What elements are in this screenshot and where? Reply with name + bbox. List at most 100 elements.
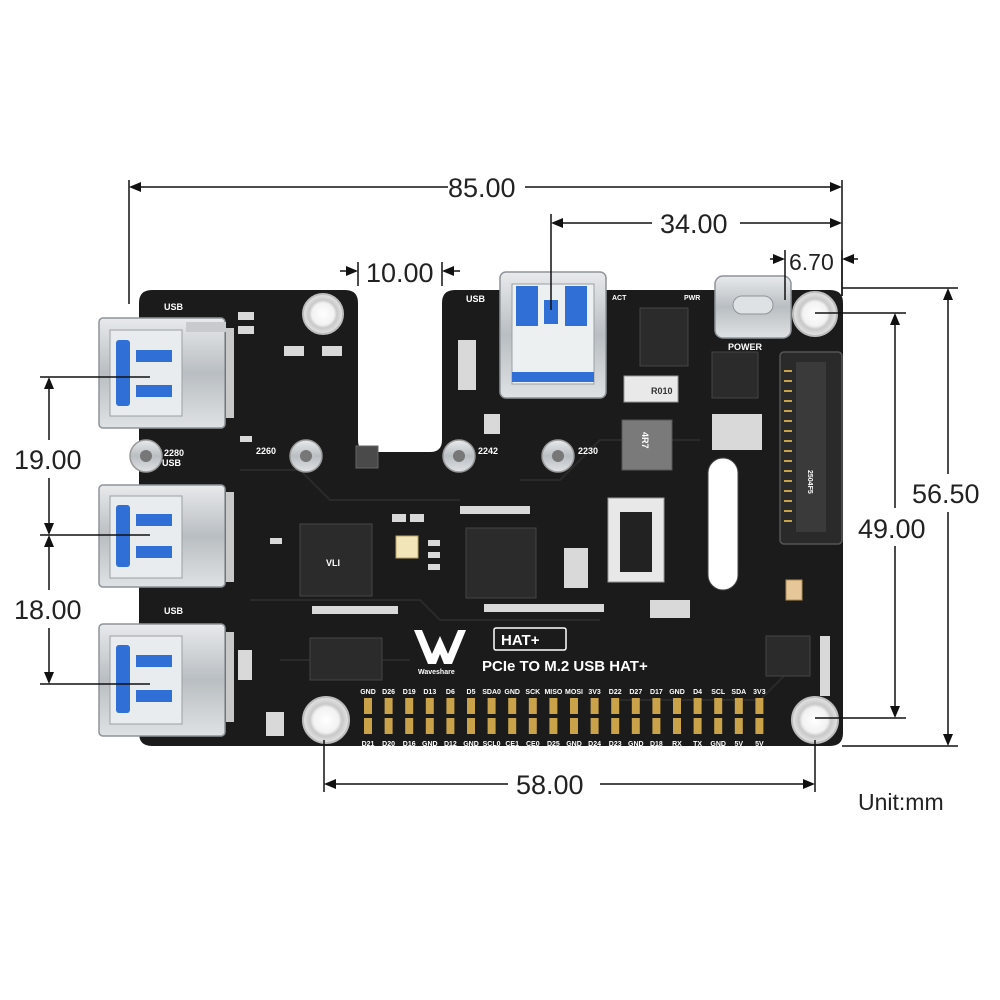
gpio-pin [734, 698, 743, 714]
gpio-label-bottom: D24 [588, 741, 601, 748]
gpio-pin [693, 698, 702, 714]
unit-label: Unit:mm [858, 789, 944, 815]
gpio-pin [528, 698, 537, 714]
gpio-pin [446, 718, 455, 734]
gpio-pin [425, 718, 434, 734]
gpio-label-bottom: D23 [609, 741, 622, 748]
gpio-label-bottom: D16 [403, 741, 416, 748]
silk-2230: 2230 [578, 446, 598, 456]
usb-port-1 [98, 317, 226, 429]
silk-usb-1: USB [164, 302, 184, 312]
gpio-label-bottom: GND [463, 741, 479, 748]
gpio-label-bottom: D18 [650, 741, 663, 748]
gpio-label-top: D26 [382, 689, 395, 696]
gpio-label-bottom: 5V [755, 741, 764, 748]
resistor [623, 375, 679, 403]
dim-right-margin: 6.70 [770, 249, 858, 300]
gpio-pin [487, 698, 496, 714]
gpio-pin [487, 718, 496, 734]
silk-power: POWER [728, 342, 763, 352]
gpio-pin [611, 718, 620, 734]
gpio-label-top: MOSI [565, 689, 583, 696]
gpio-label-top: D4 [693, 689, 702, 696]
gpio-pin [549, 698, 558, 714]
dim-usb-offset: 34.00 [550, 209, 842, 310]
gpio-pin [364, 698, 372, 714]
dim-width-total: 85.00 [128, 173, 843, 304]
gpio-label-top: 3V3 [588, 689, 601, 696]
smd-components [238, 312, 830, 736]
mount-hole-top-right [792, 291, 838, 337]
mount-hole-bottom-left [302, 696, 350, 744]
gpio-pin [405, 718, 414, 734]
dim-slot-width: 10.00 [340, 258, 460, 288]
oval-slot [707, 457, 739, 591]
gpio-pin [673, 718, 681, 734]
gpio-pin [467, 718, 475, 734]
usb-c-power-port [714, 275, 792, 339]
gpio-pin [714, 718, 723, 734]
dim-right-margin-label: 6.70 [789, 249, 834, 275]
gpio-label-bottom: CE1 [505, 741, 519, 748]
gpio-label-top: GND [360, 689, 376, 696]
gpio-pin [446, 698, 455, 714]
m2-connector [779, 351, 843, 545]
gpio-label-top: SDA0 [482, 689, 501, 696]
gpio-pin [693, 718, 702, 734]
inductor-label: 4R7 [640, 432, 650, 449]
gpio-pin [611, 698, 620, 714]
gpio-label-bottom: GND [422, 741, 438, 748]
mounting-holes [302, 291, 839, 744]
usb-hub-chip [299, 523, 373, 597]
gpio-label-bottom: D12 [444, 741, 457, 748]
right-ic [765, 635, 811, 677]
gpio-label-bottom: RX [672, 741, 682, 748]
gpio-label-bottom: D21 [362, 741, 375, 748]
gpio-header [364, 698, 764, 734]
gpio-pin [714, 698, 723, 714]
connector-label: 2504F5 [806, 470, 813, 494]
dim-usb-pitch-upper-label: 19.00 [14, 445, 82, 475]
gpio-label-bottom: GND [710, 741, 726, 748]
gpio-pin [508, 718, 517, 734]
dim-hole-vertical: 49.00 [815, 312, 926, 719]
pcie-chip [465, 527, 537, 599]
gpio-pin [508, 698, 517, 714]
gpio-label-top: D5 [467, 689, 476, 696]
dim-usb-offset-label: 34.00 [660, 209, 728, 239]
gpio-label-top: 3V3 [753, 689, 766, 696]
dim-hole-horizontal-label: 58.00 [516, 770, 584, 800]
gpio-label-top: D17 [650, 689, 663, 696]
gpio-label-bottom: GND [628, 741, 644, 748]
gpio-pin [631, 698, 640, 714]
gpio-label-bottom: GND [566, 741, 582, 748]
waveshare-logo: Waveshare [414, 630, 466, 676]
chips [299, 307, 811, 681]
gpio-pin [590, 698, 599, 714]
gpio-pin [631, 718, 640, 734]
m2-standoffs [129, 439, 575, 473]
board-title: PCIe TO M.2 USB HAT+ [482, 658, 648, 675]
mount-hole-top-left [302, 293, 344, 335]
silk-2260: 2260 [256, 446, 276, 456]
gpio-label-top: SCK [525, 689, 540, 696]
gpio-pin [652, 718, 661, 734]
gpio-label-bottom: TX [693, 741, 702, 748]
dim-width-total-label: 85.00 [448, 173, 516, 203]
gpio-pin [425, 698, 434, 714]
gpio-pin [673, 698, 681, 714]
inductor [621, 419, 673, 471]
gpio-label-bottom: D25 [547, 741, 560, 748]
silk-usb-2: USB [162, 458, 182, 468]
dim-usb-pitch-upper: 19.00 [14, 376, 150, 536]
gpio-label-top: D13 [423, 689, 436, 696]
resistor-label: R010 [651, 386, 673, 396]
gpio-pin [734, 718, 743, 734]
usb-port-3 [98, 623, 226, 737]
gpio-pin [652, 698, 661, 714]
usb-side-pins [226, 328, 234, 722]
silk-2280: 2280 [164, 448, 184, 458]
gpio-pin [755, 718, 764, 734]
